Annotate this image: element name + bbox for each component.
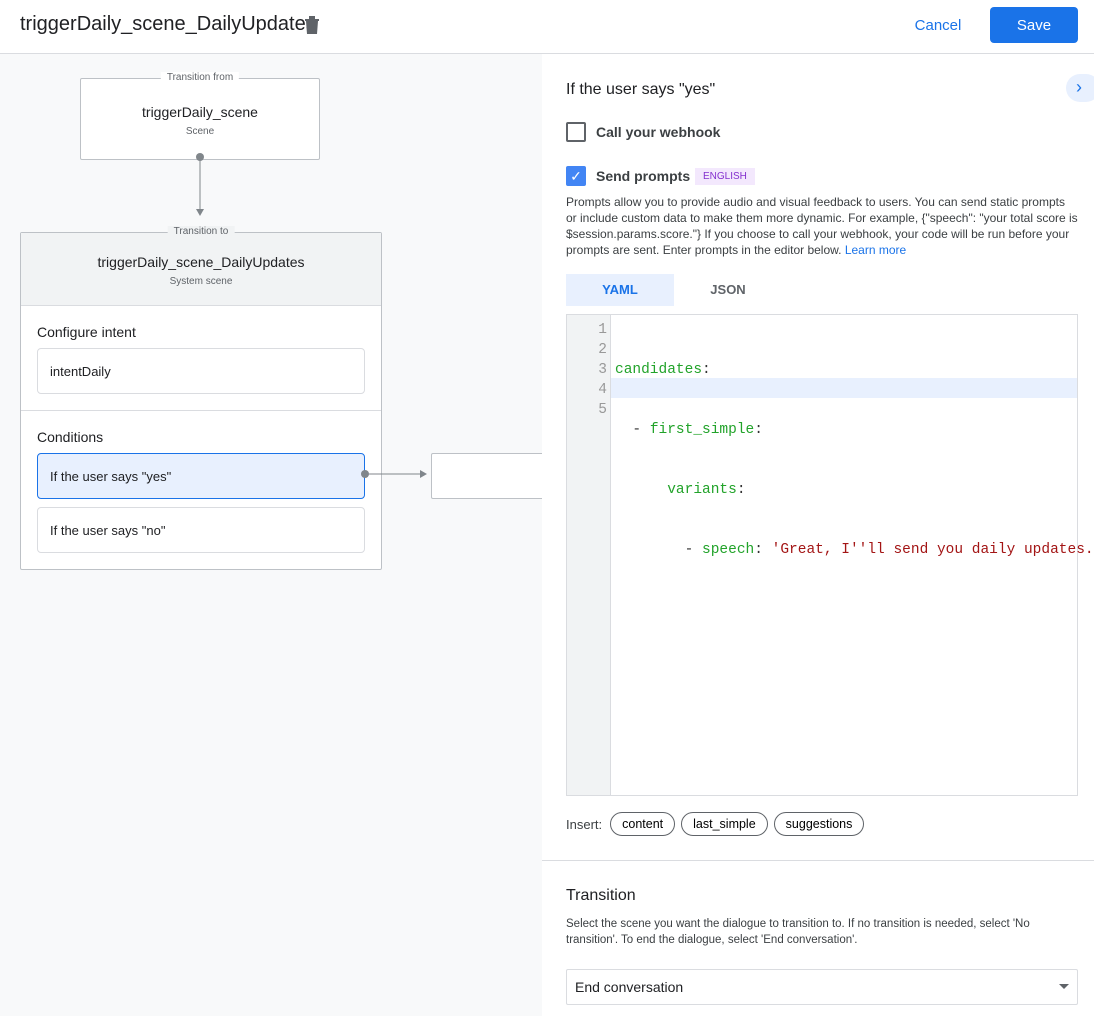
header: triggerDaily_scene_DailyUpdates Cancel S… bbox=[0, 0, 1094, 54]
condition-panel: › If the user says "yes" Call your webho… bbox=[542, 54, 1094, 1016]
condition-yes[interactable]: If the user says "yes" bbox=[37, 453, 365, 499]
send-prompts-checkbox[interactable]: ✓ bbox=[566, 166, 586, 186]
tab-json[interactable]: JSON bbox=[710, 282, 746, 297]
condition-connector bbox=[361, 470, 427, 478]
insert-content-chip[interactable]: content bbox=[610, 812, 676, 836]
learn-more-link[interactable]: Learn more bbox=[844, 243, 907, 257]
insert-last-simple-chip[interactable]: last_simple bbox=[681, 812, 768, 836]
intent-item[interactable]: intentDaily bbox=[37, 348, 365, 394]
condition-no[interactable]: If the user says "no" bbox=[37, 507, 365, 553]
expand-button[interactable]: › bbox=[1066, 74, 1094, 102]
scene-canvas: Transition from triggerDaily_scene Scene… bbox=[0, 54, 542, 1016]
language-badge: ENGLISH bbox=[695, 168, 755, 185]
dropdown-arrow-icon bbox=[1059, 984, 1069, 994]
insert-suggestions-chip[interactable]: suggestions bbox=[773, 812, 865, 836]
connector-arrow bbox=[196, 153, 204, 216]
transition-from-node[interactable]: Transition from triggerDaily_scene Scene bbox=[80, 72, 320, 160]
webhook-checkbox[interactable] bbox=[566, 122, 586, 142]
tab-yaml[interactable]: YAML bbox=[566, 274, 674, 306]
panel-title: If the user says "yes" bbox=[566, 81, 716, 98]
transition-select[interactable]: End conversation bbox=[566, 969, 1078, 1005]
trash-icon[interactable] bbox=[304, 15, 320, 35]
cancel-button[interactable]: Cancel bbox=[902, 8, 974, 42]
target-node[interactable] bbox=[431, 453, 542, 499]
save-button[interactable]: Save bbox=[990, 7, 1078, 43]
transition-to-node: Transition to triggerDaily_scene_DailyUp… bbox=[20, 226, 382, 570]
page-title: triggerDaily_scene_DailyUpdates bbox=[20, 13, 316, 35]
